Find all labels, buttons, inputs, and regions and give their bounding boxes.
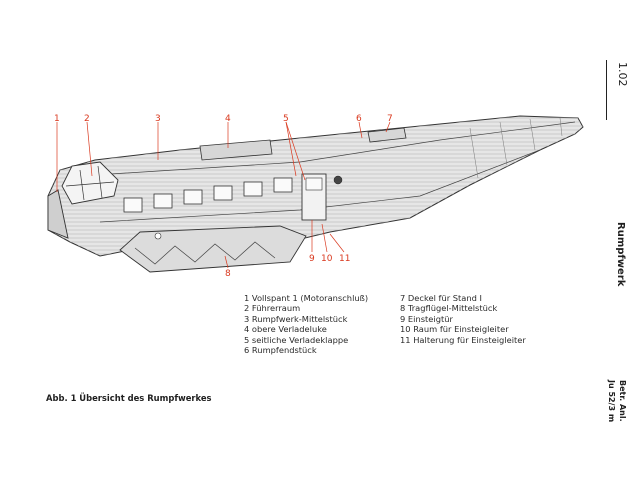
document-reference-line: Betr. Anl. bbox=[618, 380, 627, 422]
page-number: 1.02 bbox=[616, 62, 629, 87]
wing-center-section bbox=[119, 225, 307, 273]
callout-numbers: 1 2 3 4 5 6 7 8 9 10 11 bbox=[54, 114, 393, 279]
callout-6: 6 bbox=[356, 114, 362, 124]
callout-5: 5 bbox=[283, 114, 289, 124]
upper-loading-hatch bbox=[199, 139, 273, 161]
entry-door bbox=[301, 173, 343, 221]
legend-item: 4 obere Verladeluke bbox=[244, 324, 327, 335]
legend-item: 3 Rumpfwerk-Mittelstück bbox=[244, 313, 348, 324]
legend-item: 1 Vollspant 1 (Motoranschluß) bbox=[244, 293, 369, 303]
gun-position-cover bbox=[367, 127, 407, 143]
legend-left: 1 Vollspant 1 (Motoranschluß) 2 Führerra… bbox=[244, 293, 368, 355]
callout-8: 8 bbox=[225, 269, 231, 279]
document-reference-line: Ju 52/3 m bbox=[607, 380, 616, 423]
figure-caption: Abb. 1 Übersicht des Rumpfwerkes bbox=[46, 393, 212, 403]
legend-item: 5 seitliche Verladeklappe bbox=[244, 334, 349, 345]
callout-9: 9 bbox=[309, 254, 315, 264]
nose-bulkhead bbox=[47, 189, 69, 239]
legend-right: 7 Deckel für Stand I 8 Tragflügel-Mittel… bbox=[400, 293, 526, 345]
callout-2: 2 bbox=[84, 114, 90, 124]
callout-7: 7 bbox=[387, 114, 393, 124]
section-title: Rumpfwerk bbox=[615, 222, 626, 287]
legend-item: 9 Einsteigtür bbox=[400, 313, 453, 324]
leader-lines bbox=[56, 121, 391, 269]
callout-1: 1 bbox=[54, 114, 60, 124]
legend-item: 2 Führerraum bbox=[244, 303, 301, 314]
margin-rule bbox=[606, 60, 607, 120]
callout-11: 11 bbox=[339, 254, 350, 264]
legend-item: 11 Halterung für Einsteigleiter bbox=[400, 334, 526, 345]
callout-4: 4 bbox=[225, 114, 231, 124]
cabin-windows bbox=[123, 177, 293, 213]
legend-item: 6 Rumpfendstück bbox=[244, 344, 317, 355]
callout-10: 10 bbox=[321, 254, 333, 264]
legend-item: 7 Deckel für Stand I bbox=[400, 293, 482, 303]
cockpit-canopy bbox=[61, 161, 119, 205]
callout-3: 3 bbox=[155, 114, 161, 124]
document-reference: Betr. Anl. Ju 52/3 m bbox=[606, 380, 628, 422]
legend-item: 10 Raum für Einsteigleiter bbox=[400, 324, 509, 335]
legend-item: 8 Tragflügel-Mittelstück bbox=[400, 303, 498, 314]
